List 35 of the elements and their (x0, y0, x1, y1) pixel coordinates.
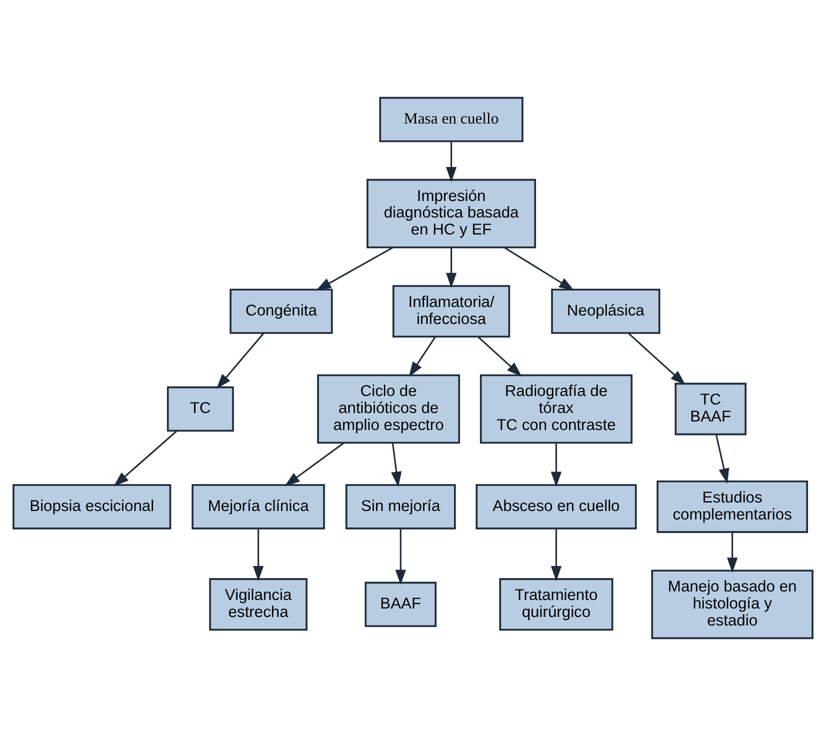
node-box: Manejo basado en histología y estadio (651, 569, 814, 639)
node-box: Absceso en cuello (476, 484, 637, 529)
node-box: Neoplásica (551, 288, 660, 334)
arrow (252, 528, 264, 581)
node-box: Sin mejoría (345, 484, 456, 529)
node-box: TC (166, 386, 234, 432)
arrow (715, 434, 730, 484)
arrow (408, 336, 436, 377)
node-box: Mejoría clínica (192, 484, 325, 529)
node-box: Inflamatoria/ infecciosa (392, 284, 510, 338)
node-box: Biopsia escicional (12, 484, 172, 529)
arrow (391, 442, 402, 486)
arrow (727, 532, 738, 572)
node-box: Estudios complementarios (656, 480, 808, 532)
node-box: Tratamiento quirúrgico (499, 578, 614, 630)
arrow (504, 246, 574, 290)
node-box: TC BAAF (674, 382, 746, 435)
arrow (628, 332, 686, 385)
node-box: Congénita (230, 288, 333, 334)
arrow (446, 141, 457, 182)
node-box: Vigilancia estrecha (209, 578, 308, 630)
node-box: Masa en cuello (379, 96, 524, 142)
arrow (284, 442, 344, 486)
node-box: Impresión diagnóstica basada en HC y EF (366, 178, 536, 248)
arrow (316, 246, 394, 290)
node-box: BAAF (364, 581, 437, 627)
arrow (216, 332, 264, 388)
arrow (478, 336, 522, 376)
arrow (550, 442, 562, 486)
arrow (395, 528, 406, 584)
node-box: Radiografía de tórax TC con contraste (480, 374, 633, 444)
node-box: Ciclo de antibióticos de amplio espectro (317, 374, 460, 444)
arrow (114, 430, 178, 486)
arrow (550, 528, 562, 581)
arrow (446, 247, 457, 288)
